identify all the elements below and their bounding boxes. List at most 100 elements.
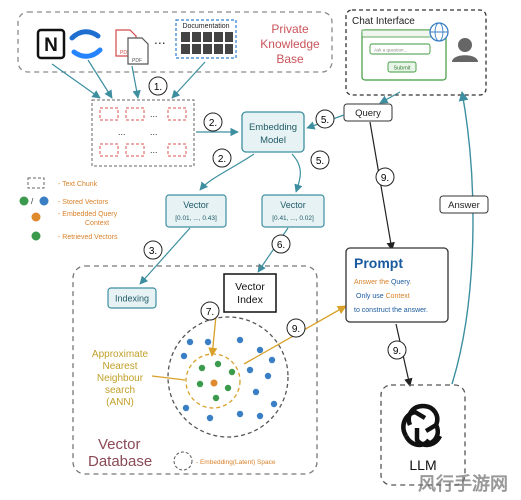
svg-text:6.: 6. (277, 240, 285, 251)
vector-database-container (72, 265, 318, 475)
embedding-space-legend-swatch (173, 451, 193, 471)
prompt-box (345, 247, 449, 323)
ann-line5: (ANN) (106, 397, 134, 408)
stored-vectors (180, 336, 278, 422)
legend-stored-vectors: - Stored Vectors (58, 199, 109, 206)
sources-ellipsis: ... (154, 31, 166, 47)
vector-right-box (261, 194, 325, 228)
llm-label: LLM (409, 457, 436, 473)
documentation-pages-icon (181, 32, 233, 54)
text-chunks (99, 107, 187, 157)
question-input[interactable] (369, 43, 431, 55)
embedding-to-vector-right-arrow (291, 153, 303, 193)
query-label: Query (355, 108, 381, 119)
legend-retrieved-dot (31, 231, 41, 241)
notion-icon: N (36, 28, 66, 60)
step-6-badge: 6. (271, 234, 291, 254)
step-2b-badge: 2. (212, 148, 232, 168)
private-kb-line3: Base (276, 52, 304, 66)
chunks-ellipsis-4: ... (150, 145, 158, 155)
submit-button[interactable] (387, 61, 417, 73)
vector-index-line2: Index (237, 294, 263, 306)
legend-embedded-query-2: Context (85, 220, 109, 227)
vector-left-values: [0.01, ..., 0.43] (175, 215, 217, 222)
svg-text:1.: 1. (154, 82, 162, 93)
ann-line3: Neighbour (97, 373, 144, 384)
vector-right-values: [0.41, ..., 0.02] (272, 215, 314, 222)
prompt-line2: Only use Context (356, 293, 410, 300)
embedding-model-line1: Embedding (249, 122, 297, 133)
private-kb-line1: Private (271, 22, 309, 36)
answer-box (439, 195, 489, 214)
svg-text:N: N (44, 35, 58, 56)
svg-text:PDF: PDF (132, 58, 142, 64)
ann-line1: Approximate (92, 349, 149, 360)
vector-to-indexing-arrow (139, 227, 191, 285)
legend-stored-blue-dot (39, 196, 49, 206)
submit-button-label: Submit (393, 66, 411, 72)
legend-stored-green-dot (19, 196, 29, 206)
llm-to-chat-arrow (451, 91, 474, 385)
vector-database-line2: Database (88, 453, 152, 470)
embedding-space-legend-text: - Embedding(Latent) Space (196, 459, 276, 466)
answer-label: Answer (448, 200, 480, 211)
chat-to-query-arrow (379, 91, 401, 104)
ann-line2: Nearest (102, 361, 137, 372)
chunks-ellipsis-2: ... (118, 127, 126, 137)
chunks-ellipsis-1: ... (150, 109, 158, 119)
ann-pointer-line (151, 375, 186, 381)
step-3-badge: 3. (143, 240, 163, 260)
index-to-ann-arrow (208, 315, 218, 357)
openai-logo-icon (401, 403, 443, 448)
query-box (343, 103, 393, 122)
legend-embedded-query-1: - Embedded Query (58, 211, 118, 218)
prompt-line3: to construct the answer. (354, 307, 428, 314)
step-1-badge: 1. (148, 76, 168, 96)
prompt-title: Prompt (354, 255, 403, 271)
retrieved-vectors (196, 360, 236, 402)
private-kb-container (17, 11, 333, 73)
query-vector-dot (210, 379, 218, 387)
indexing-label: Indexing (115, 294, 149, 304)
user-avatar-icon (452, 38, 478, 62)
embedding-model-box (241, 111, 305, 153)
vector-database-line1: Vector (98, 436, 141, 453)
step-9c-badge: 9. (387, 340, 407, 360)
step-2a-badge: 2. (203, 112, 223, 132)
step-9b-badge: 9. (286, 318, 306, 338)
watermark: 风行手游网 (418, 473, 508, 494)
query-to-prompt-arrow (369, 121, 395, 251)
vector-right-title: Vector (280, 200, 306, 210)
legend-text-chunk-swatch (27, 177, 45, 189)
prompt-line1: Answer the Query. (354, 279, 412, 286)
question-input-placeholder: Ask a question... (374, 48, 407, 53)
svg-text:PDF: PDF (120, 50, 130, 56)
svg-text:5.: 5. (321, 115, 329, 126)
svg-text:9.: 9. (292, 324, 300, 335)
svg-text:7.: 7. (206, 307, 214, 318)
chunks-ellipsis-3: ... (150, 127, 158, 137)
ann-line4: search (105, 385, 135, 396)
private-kb-line2: Knowledge (260, 37, 320, 51)
step-5a-badge: 5. (315, 109, 335, 129)
globe-icon (429, 22, 449, 42)
vector-left-box (165, 194, 227, 228)
embedding-space-circle (167, 316, 289, 438)
embedding-model-line2: Model (260, 135, 286, 146)
svg-text:9.: 9. (381, 173, 389, 184)
step-5b-badge: 5. (310, 150, 330, 170)
svg-text:3.: 3. (149, 246, 157, 257)
pdf-icon: PDF PDF (115, 29, 149, 65)
indexing-box (107, 287, 157, 309)
legend-retrieved-vectors: - Retrieved Vectors (58, 234, 118, 241)
svg-text:2.: 2. (209, 118, 217, 129)
step-9a-badge: 9. (375, 167, 395, 187)
chat-interface-title: Chat Interface (352, 16, 415, 27)
embedding-to-vector-left-arrow (199, 153, 255, 191)
llm-container (380, 384, 466, 486)
svg-text:9.: 9. (393, 346, 401, 357)
documentation-label: Documentation (182, 23, 229, 30)
legend-text-chunk: - Text Chunk (58, 181, 98, 188)
legend-query-dot (31, 212, 41, 222)
